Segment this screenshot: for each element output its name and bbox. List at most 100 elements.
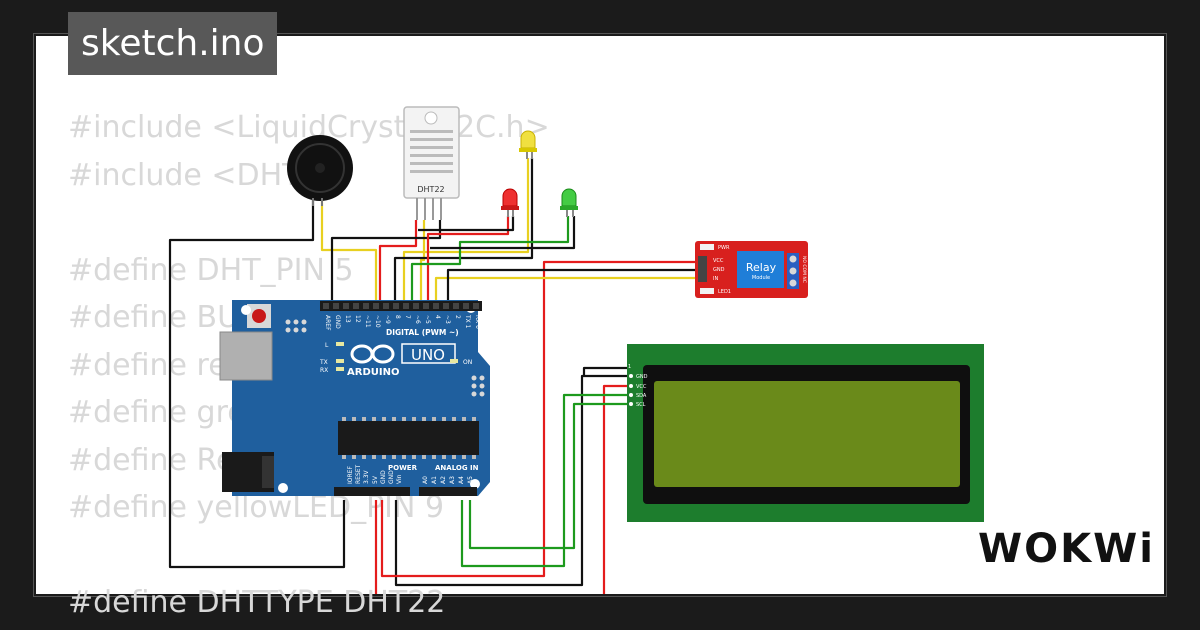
arduino-logo	[350, 344, 395, 364]
pin-label: A4	[458, 476, 465, 484]
led-on-label: ON	[463, 359, 472, 366]
pin-label: A1	[431, 476, 438, 484]
buzzer-hole	[315, 163, 325, 173]
code-line: #define DHTTYPE DHT22	[68, 585, 446, 620]
power-header	[334, 487, 410, 496]
wire-red-led	[426, 216, 510, 306]
pin-label: 7	[404, 315, 411, 319]
wire-relay-gnd	[394, 374, 631, 587]
pin-label: A0	[422, 476, 429, 484]
pin-label: 2	[454, 315, 461, 319]
analog-pin-labels: A0 A1 A2 A3 A4 A5	[422, 476, 474, 484]
relay-title: Relay	[746, 261, 777, 274]
pin-label: RESET	[355, 464, 362, 484]
wire-buzzer-gnd	[168, 200, 346, 569]
led-red	[501, 188, 519, 217]
pin-label: ~6	[414, 315, 421, 324]
led-yellow	[519, 130, 537, 159]
card-border	[33, 33, 1167, 597]
lcd-screen	[654, 381, 960, 487]
relay-led-label: LED1	[718, 289, 731, 295]
wire-green-led-gnd	[430, 216, 576, 250]
wire-lcd-sda	[460, 393, 631, 568]
dht22-label: DHT22	[417, 185, 444, 194]
led-tx-label: TX	[319, 359, 328, 366]
pin-label: 12	[354, 315, 361, 323]
lcd-display: 1 GND VCC SDA SCL	[627, 344, 984, 522]
lcd-pin1-label: 1	[628, 364, 631, 370]
pin-label: RX 0	[474, 315, 481, 329]
dht22-sensor: DHT22	[403, 106, 460, 220]
relay-pin-in: IN	[713, 276, 718, 282]
relay-pwr: PWR	[718, 245, 730, 251]
power-label: POWER	[388, 464, 418, 472]
pin-label: GND	[380, 470, 387, 484]
atmega-chip	[338, 421, 479, 455]
pin-label: ~10	[374, 315, 381, 328]
pin-label: AREF	[324, 315, 331, 331]
wire-green-led	[410, 216, 570, 306]
pin-label: A2	[440, 476, 447, 484]
pin-label: 5V	[372, 475, 379, 484]
buzzer-ring	[295, 143, 345, 193]
wire-buzzer-signal	[320, 200, 378, 306]
pin-label: 4	[434, 315, 441, 319]
pin-label: IOREF	[347, 466, 354, 484]
code-line: #include <LiquidCrystal_I2C.h>	[68, 110, 550, 145]
pin-label: 3.3V	[363, 469, 370, 484]
power-pin-labels: IOREF RESET 3.3V 5V GND GND Vin	[347, 464, 403, 484]
pin-label: ~5	[424, 315, 431, 324]
pin-label: Vin	[396, 474, 403, 484]
wire-yellow-led	[402, 158, 530, 306]
preview-card: #include <LiquidCrystal_I2C.h>#include <…	[36, 36, 1164, 620]
led-green	[560, 188, 578, 217]
led-l-label: L	[325, 342, 329, 349]
arduino-brand: ARDUINO	[347, 367, 399, 378]
reset-button	[252, 309, 266, 323]
pin-label: ~9	[384, 315, 391, 324]
arduino-model: UNO	[411, 346, 445, 364]
wire-dht-data	[419, 220, 426, 306]
relay-pin-gnd: GND	[713, 267, 725, 273]
relay-side-label: NO COM NC	[801, 256, 807, 283]
file-tab[interactable]: sketch.ino	[68, 12, 278, 75]
digital-label: DIGITAL (PWM ~)	[386, 328, 459, 337]
wire-yellow-gnd	[393, 158, 534, 306]
usb-port	[219, 331, 273, 381]
wire-lcd-scl	[468, 402, 631, 550]
relay-module: PWR LED1 VCC GND IN Relay Module NO COM …	[695, 241, 808, 298]
arduino-uno: AREF GND 13 12 ~11 ~10 ~9 8 7 ~6 ~5 4 ~3…	[219, 300, 490, 496]
lcd-pin-gnd: GND	[636, 374, 648, 380]
relay-subtitle: Module	[752, 275, 770, 281]
circuit-diagram: DHT22 PWR LED1	[168, 106, 984, 594]
relay-cube	[737, 251, 784, 288]
lcd-pin-sda: SDA	[636, 393, 647, 399]
wire-lcd-vcc	[602, 384, 631, 594]
wire-relay-in	[434, 276, 700, 306]
analog-header	[419, 487, 477, 496]
pin-label: ~3	[444, 315, 451, 324]
relay-pin-vcc: VCC	[713, 258, 724, 264]
lcd-pin-scl: SCL	[636, 402, 646, 408]
led-rx-label: RX	[320, 367, 328, 374]
pin-label: TX 1	[464, 314, 471, 329]
lcd-pin-vcc: VCC	[636, 384, 647, 390]
analog-label: ANALOG IN	[435, 464, 479, 472]
wire-red-5v	[380, 260, 700, 578]
wire-red-led-gnd	[418, 216, 515, 232]
dht22-body	[403, 106, 460, 199]
pin-label: ~11	[364, 315, 371, 328]
pin-label: 13	[344, 315, 351, 323]
pin-label: GND	[388, 470, 395, 484]
pin-label: A5	[467, 476, 474, 484]
wire-lcd-gnd-top	[582, 366, 631, 376]
digital-header	[320, 301, 482, 311]
pin-label: 8	[394, 315, 401, 319]
code-line: #define DHT_PIN 5	[68, 252, 354, 288]
dht22-grille	[410, 130, 453, 173]
buzzer	[287, 135, 353, 206]
digital-pin-labels: AREF GND 13 12 ~11 ~10 ~9 8 7 ~6 ~5 4 ~3…	[324, 314, 481, 331]
pin-label: GND	[334, 315, 341, 329]
wire-dht-vcc	[378, 220, 418, 306]
wires	[168, 158, 700, 594]
